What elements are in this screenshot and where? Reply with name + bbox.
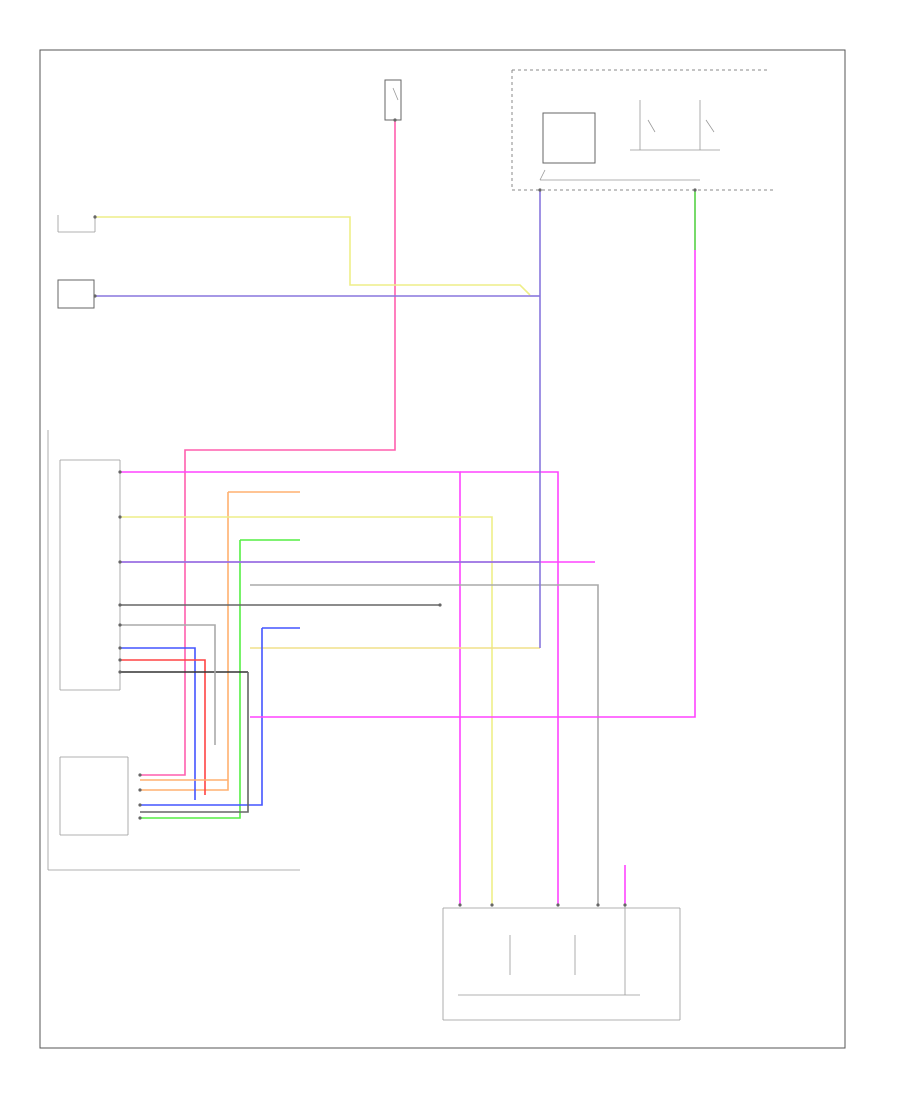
terminal-22 bbox=[93, 294, 97, 298]
wire-orange-3 bbox=[140, 492, 229, 791]
fuse-top bbox=[384, 79, 402, 121]
wire-pink-0 bbox=[140, 120, 396, 776]
terminal-1 bbox=[538, 188, 542, 192]
wire-blue-17 bbox=[120, 647, 196, 800]
terminal-9 bbox=[118, 658, 122, 662]
wire-yellow-5 bbox=[120, 516, 493, 905]
terminal-18 bbox=[596, 903, 600, 907]
terminal-5 bbox=[118, 560, 122, 564]
terminal-14 bbox=[138, 816, 142, 820]
terminal-2 bbox=[693, 188, 697, 192]
fuse-contact bbox=[392, 87, 399, 101]
ground-link bbox=[539, 169, 700, 181]
terminal-11 bbox=[138, 773, 142, 777]
terminal-4 bbox=[118, 515, 122, 519]
terminal-15 bbox=[458, 903, 462, 907]
wire-dark-26 bbox=[140, 672, 249, 813]
terminal-21 bbox=[93, 215, 97, 219]
wire-blue-16 bbox=[140, 628, 263, 806]
driver-window-switch bbox=[57, 215, 96, 233]
seat-adjuster-assembly bbox=[47, 430, 300, 871]
wire-gray-12 bbox=[120, 624, 216, 645]
terminal-20 bbox=[438, 603, 442, 607]
wire-yellow-22 bbox=[95, 216, 531, 296]
switch-group-lower bbox=[59, 756, 129, 836]
switch-group-main bbox=[59, 459, 121, 691]
terminal-17 bbox=[556, 903, 560, 907]
diagram-frame bbox=[39, 49, 846, 1049]
wire-green-7 bbox=[140, 540, 241, 819]
wire-magenta-20 bbox=[250, 190, 696, 718]
terminal-13 bbox=[138, 803, 142, 807]
wire-magenta-1 bbox=[120, 471, 461, 905]
terminal-12 bbox=[138, 788, 142, 792]
wire-magenta-2 bbox=[460, 471, 559, 905]
terminal-8 bbox=[118, 646, 122, 650]
terminal-0 bbox=[393, 118, 397, 122]
terminal-7 bbox=[118, 623, 122, 627]
motor-internal-links bbox=[458, 900, 640, 996]
terminal-16 bbox=[490, 903, 494, 907]
top-right-enclosure bbox=[511, 69, 775, 191]
terminal-10 bbox=[118, 670, 122, 674]
wires bbox=[95, 120, 696, 905]
motor-assembly bbox=[442, 907, 681, 1021]
passenger-window-switch bbox=[57, 279, 95, 309]
terminal-19 bbox=[623, 903, 627, 907]
relay-contacts bbox=[630, 100, 720, 151]
terminals bbox=[93, 118, 697, 907]
relay-box-left bbox=[542, 112, 596, 164]
wire-gray-10 bbox=[250, 584, 599, 905]
terminal-6 bbox=[118, 603, 122, 607]
terminal-3 bbox=[118, 470, 122, 474]
wire-red-18 bbox=[120, 659, 206, 795]
